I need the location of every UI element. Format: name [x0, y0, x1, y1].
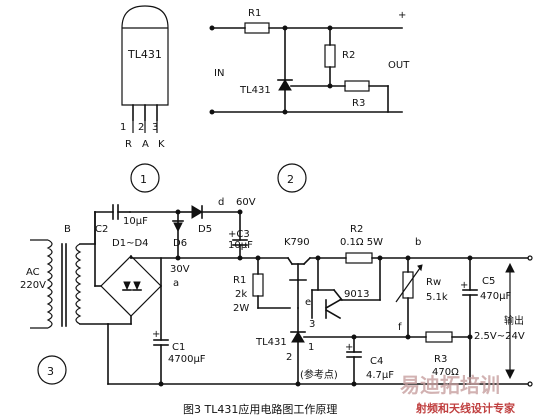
pin-number-1: 1 [120, 122, 126, 133]
c3-value: 10μF [228, 240, 253, 251]
k790-label: K790 [284, 237, 310, 248]
d5-diode [191, 205, 203, 219]
tl431-chip-label: TL431 [127, 48, 162, 61]
fig1-number-circle [130, 163, 160, 193]
tl431-symbol [291, 331, 305, 343]
r1-value2: 2W [233, 303, 249, 314]
watermark-slogan: 射频和天线设计专家 [415, 401, 516, 415]
node-f-label: f [398, 322, 402, 333]
c5-label: C5 [482, 276, 495, 287]
fig2-plus-sign: + [398, 10, 406, 21]
fig2-r2-resistor [324, 44, 336, 68]
v60-label: 60V [236, 197, 256, 208]
pin-letter-k: K [158, 139, 165, 150]
ac-label-line1: AC [26, 267, 40, 278]
reference-point-label: (参考点) [300, 368, 338, 381]
v30-label: 30V [170, 264, 190, 275]
fig1-number: 1 [140, 173, 147, 186]
node-1-label: 1 [308, 342, 314, 353]
fig2-out-label: OUT [388, 60, 410, 71]
fig2-r1-resistor [244, 22, 270, 34]
node-b-label: b [415, 237, 421, 248]
bridge-rectifier [100, 255, 162, 317]
fig2-in-label: IN [214, 68, 224, 79]
fig2-r3-label: R3 [352, 98, 365, 109]
fig3-adjustable-supply: AC 220V B C2 10μF D6 D5 d 60V [20, 197, 533, 387]
svg-text:+: + [460, 280, 468, 291]
r2-label: R2 [350, 224, 363, 235]
r2-value: 0.1Ω 5W [340, 237, 383, 248]
pin-letter-r: R [125, 139, 132, 150]
figure-caption: 图3 TL431应用电路图工作原理 [183, 402, 337, 416]
ac-label-line2: 220V [20, 280, 46, 291]
c4-label: C4 [370, 356, 383, 367]
output-label: 输出 [504, 314, 524, 327]
transformer-primary-coil [30, 239, 53, 329]
svg-text:+: + [152, 329, 160, 340]
fig2-tl431-symbol [278, 79, 292, 91]
fig2-r1-label: R1 [248, 8, 261, 19]
r3-resistor [425, 331, 453, 343]
fig3-number: 3 [47, 365, 54, 378]
node-2-label: 2 [286, 352, 292, 363]
fig2-number: 2 [287, 173, 294, 186]
d6-label: D6 [173, 238, 187, 249]
c1-label: C1 [172, 342, 185, 353]
q9013-label: 9013 [344, 289, 369, 300]
r2-resistor [345, 252, 373, 264]
fig3-number-circle [37, 355, 67, 385]
bridge-label: D1~D4 [112, 238, 149, 249]
fig2-tl431-label: TL431 [239, 85, 271, 96]
r3-value: 470Ω [432, 367, 459, 378]
node-e-label: e [305, 297, 311, 308]
tl431-package-body [121, 5, 169, 106]
r3-label: R3 [434, 354, 447, 365]
c1-value: 4700μF [168, 354, 206, 365]
rw-label: Rw [426, 277, 441, 288]
fig2-r3-resistor [344, 80, 370, 92]
watermark-brand: 易迪拓培训 [400, 373, 500, 397]
c3-label: +C3 [228, 229, 250, 240]
c2-value: 10μF [123, 216, 148, 227]
node-3-label: 3 [309, 319, 315, 330]
d6-diode [173, 222, 183, 233]
node-a-label: a [173, 278, 179, 289]
pin-number-3: 3 [152, 122, 158, 133]
tl431-label: TL431 [255, 337, 287, 348]
fig2-r2-label: R2 [342, 50, 355, 61]
c4-value: 4.7μF [366, 370, 394, 381]
r1-label: R1 [233, 275, 246, 286]
fig2-shunt-regulator: R1 + IN OUT TL431 R2 R3 2 [209, 8, 410, 193]
c5-value: 470μF [480, 291, 511, 302]
pin-letter-a: A [142, 139, 149, 150]
r1-resistor [252, 273, 264, 297]
svg-text:+: + [345, 342, 353, 353]
pin-number-2: 2 [138, 122, 144, 133]
c2-label: C2 [95, 224, 108, 235]
node-d-label: d [218, 197, 224, 208]
rw-value: 5.1k [426, 292, 448, 303]
fig2-number-circle [277, 163, 307, 193]
transformer-b-label: B [64, 224, 71, 235]
r1-value1: 2k [235, 289, 247, 300]
output-range-label: 2.5V~24V [474, 331, 525, 342]
transformer-secondary-coil [75, 243, 82, 325]
watermark: 易迪拓培训 射频和天线设计专家 [400, 373, 516, 415]
d5-label: D5 [198, 224, 212, 235]
fig1-tl431-package: TL431 1 2 3 R A K 1 [120, 5, 169, 193]
